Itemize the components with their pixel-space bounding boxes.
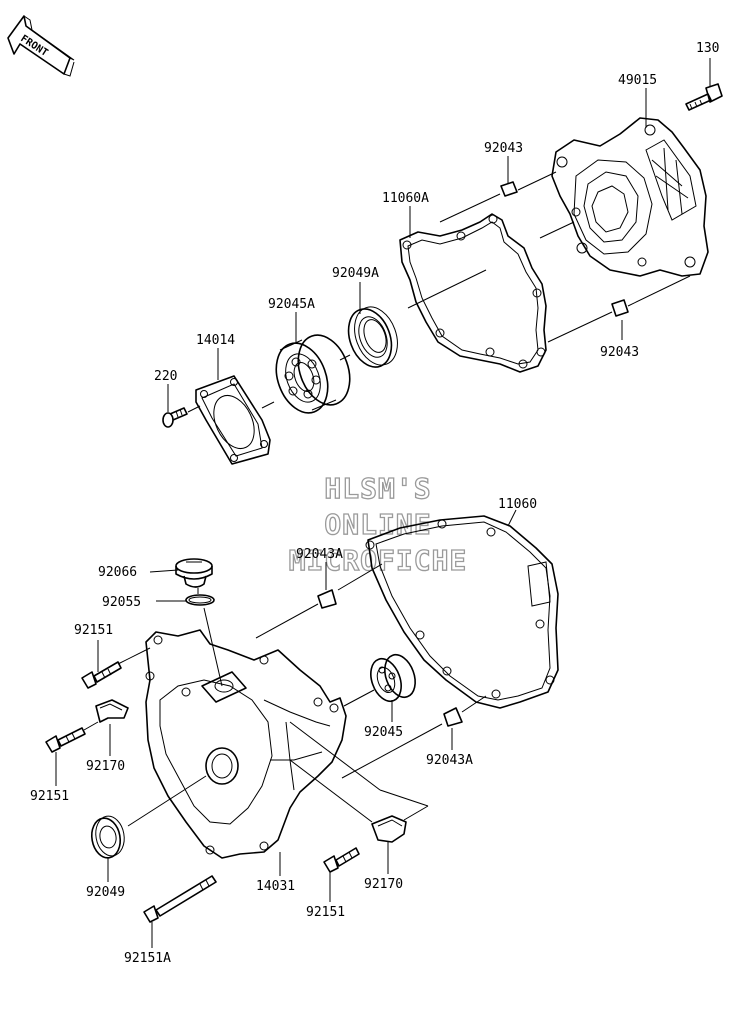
label-14031: 14031: [256, 879, 295, 894]
front-arrow-icon: FRONT: [7, 15, 75, 77]
label-92055: 92055: [102, 595, 141, 610]
plate-14014: [195, 375, 271, 465]
label-49015: 49015: [618, 73, 657, 88]
label-92151-upper: 92151: [74, 623, 113, 638]
screw-220: [162, 407, 188, 428]
oil-seal-92049: [90, 815, 125, 859]
label-11060: 11060: [498, 497, 537, 512]
cover-14031: [145, 629, 347, 859]
gasket-11060: [365, 515, 559, 709]
bearing-92045: [370, 653, 416, 703]
label-92151a: 92151A: [124, 951, 171, 966]
label-11060a: 11060A: [382, 191, 429, 206]
label-14014: 14014: [196, 333, 235, 348]
label-92043a-bottom: 92043A: [426, 753, 473, 768]
cap-92066: [175, 558, 213, 588]
clamp-92170-right: [371, 815, 407, 843]
callout-labels: 130 49015 92043 11060A 92049A 92045A 140…: [30, 41, 719, 966]
label-92043-right: 92043: [600, 345, 639, 360]
label-92043a-top: 92043A: [296, 547, 343, 562]
label-220: 220: [154, 369, 177, 384]
label-92049a: 92049A: [332, 266, 379, 281]
label-92170-right: 92170: [364, 877, 403, 892]
bolt-92151-upper: [81, 661, 122, 689]
label-92045a: 92045A: [268, 297, 315, 312]
assembly-lines-upper: [187, 171, 691, 413]
bolt-92151-left: [45, 727, 86, 753]
label-92170-left: 92170: [86, 759, 125, 774]
dowel-92043-top: [500, 181, 518, 197]
cover-49015: [551, 117, 709, 277]
gasket-11060a: [399, 213, 547, 373]
label-92043-top: 92043: [484, 141, 523, 156]
label-92151-left: 92151: [30, 789, 69, 804]
label-130: 130: [696, 41, 719, 56]
clamp-92170-left: [95, 699, 129, 723]
bolt-130: [685, 83, 723, 111]
bearing-92045a: [275, 334, 351, 414]
assembly-lines-lower: [83, 563, 487, 827]
oil-seal-92049a: [347, 306, 398, 368]
watermark-line-1: HLSM'S: [324, 472, 431, 505]
dowel-92043a-top: [317, 589, 337, 609]
label-92045: 92045: [364, 725, 403, 740]
o-ring-92055: [185, 594, 215, 606]
label-92066: 92066: [98, 565, 137, 580]
dowel-92043a-bottom: [443, 707, 463, 727]
bolt-92151-bottom: [323, 847, 360, 873]
callout-leaders: [55, 58, 711, 948]
label-92049: 92049: [86, 885, 125, 900]
dowel-92043-right: [611, 299, 629, 317]
label-92151-bottom: 92151: [306, 905, 345, 920]
bolt-92151a: [143, 875, 217, 923]
